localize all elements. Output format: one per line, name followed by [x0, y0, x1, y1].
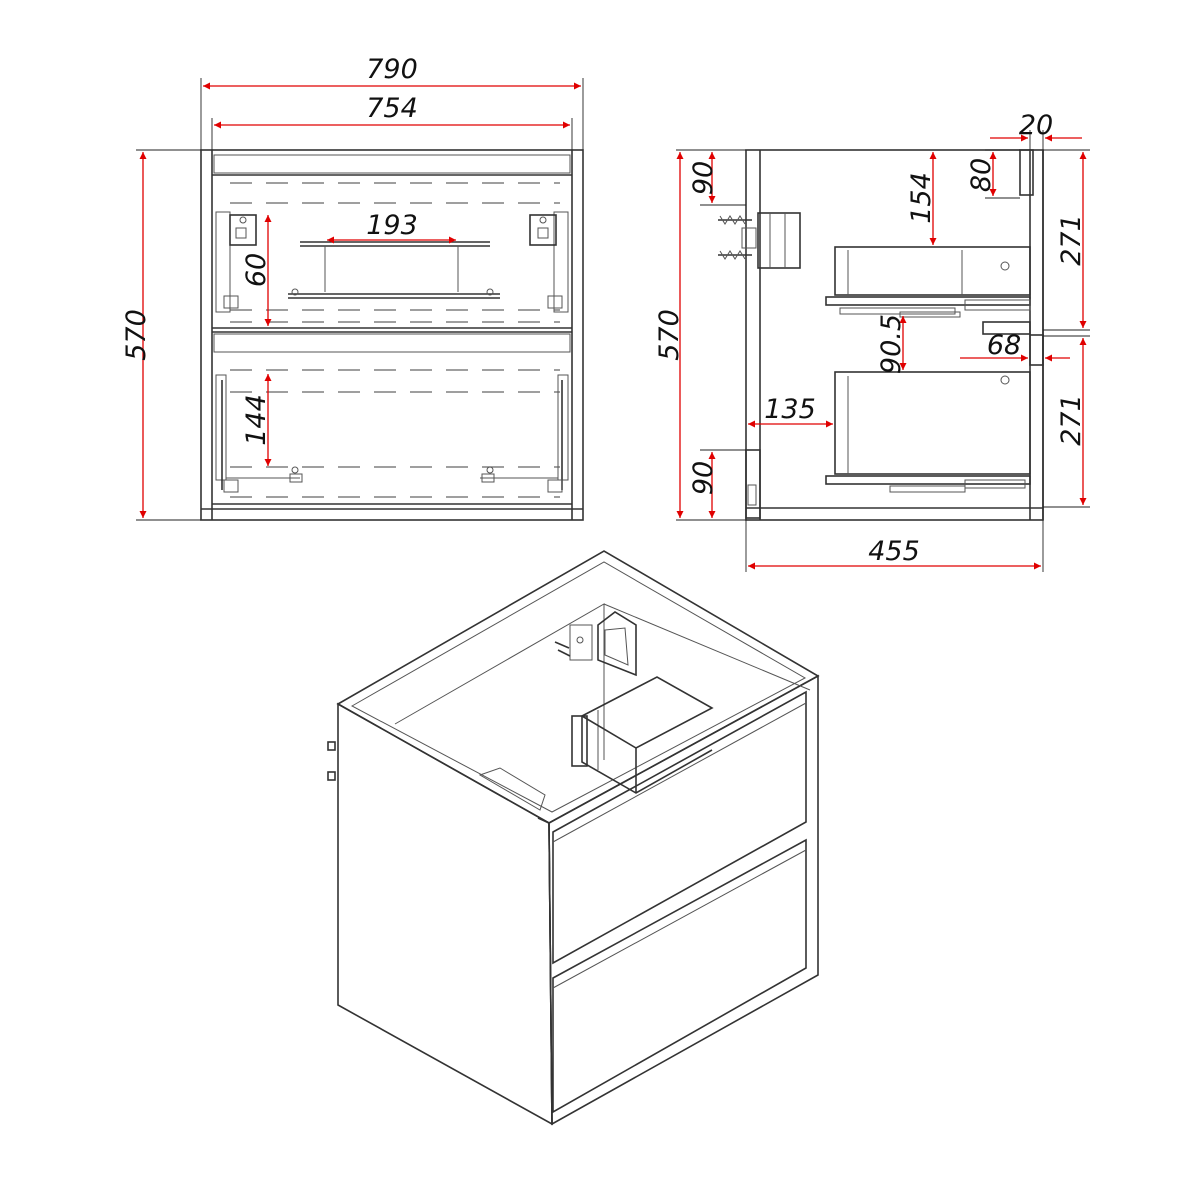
dimension-top-to-drawer: 154: [906, 172, 937, 224]
dimension-drawer-front-lower: 271: [1056, 394, 1087, 446]
hanging-bracket: [597, 611, 637, 677]
dimension-inner-width: 754: [366, 93, 418, 124]
upper-drawer-box: [834, 246, 1031, 296]
upper-drawer-front: [552, 690, 807, 965]
dimension-bottom-rail: 90: [688, 461, 719, 495]
lower-drawer-front: [552, 838, 807, 1114]
cabinet-front-face: [548, 674, 819, 1126]
side-view: 90 570 90 154 90.5 135 20 80 68: [654, 110, 1090, 572]
dimension-drawer-gap: 90.5: [876, 314, 907, 374]
dimension-lower-bracket: 144: [241, 394, 272, 446]
dimension-upper-bracket: 60: [241, 253, 272, 287]
dimension-handle-height: 80: [966, 158, 997, 192]
dimension-handle-depth: 68: [987, 330, 1021, 361]
front-view-cabinet-outline: [200, 149, 584, 521]
lower-drawer-box: [834, 371, 1031, 475]
isometric-view: [327, 550, 820, 1126]
dimension-drawer-front-upper: 271: [1056, 214, 1087, 266]
dimension-drawer-offset: 135: [764, 394, 816, 425]
wall-mount-block: [757, 212, 801, 269]
dimension-top-rail: 90: [688, 161, 719, 195]
handle-profile-upper: [1019, 149, 1034, 196]
cabinet-side-panel: [337, 702, 553, 1126]
dimension-side-height: 570: [654, 309, 685, 361]
handle-profile-lower: [1029, 334, 1044, 366]
dimension-outer-width: 790: [366, 54, 418, 85]
dimension-bracket-spacing: 193: [366, 210, 418, 241]
dimension-front-thickness: 20: [1019, 110, 1053, 141]
mounting-bracket-right: [529, 214, 557, 246]
dimension-front-height: 570: [121, 309, 152, 361]
dimension-side-depth: 455: [868, 536, 920, 567]
mounting-bracket-left: [229, 214, 257, 246]
front-view: 790 754 570 193 60 144: [121, 54, 584, 521]
